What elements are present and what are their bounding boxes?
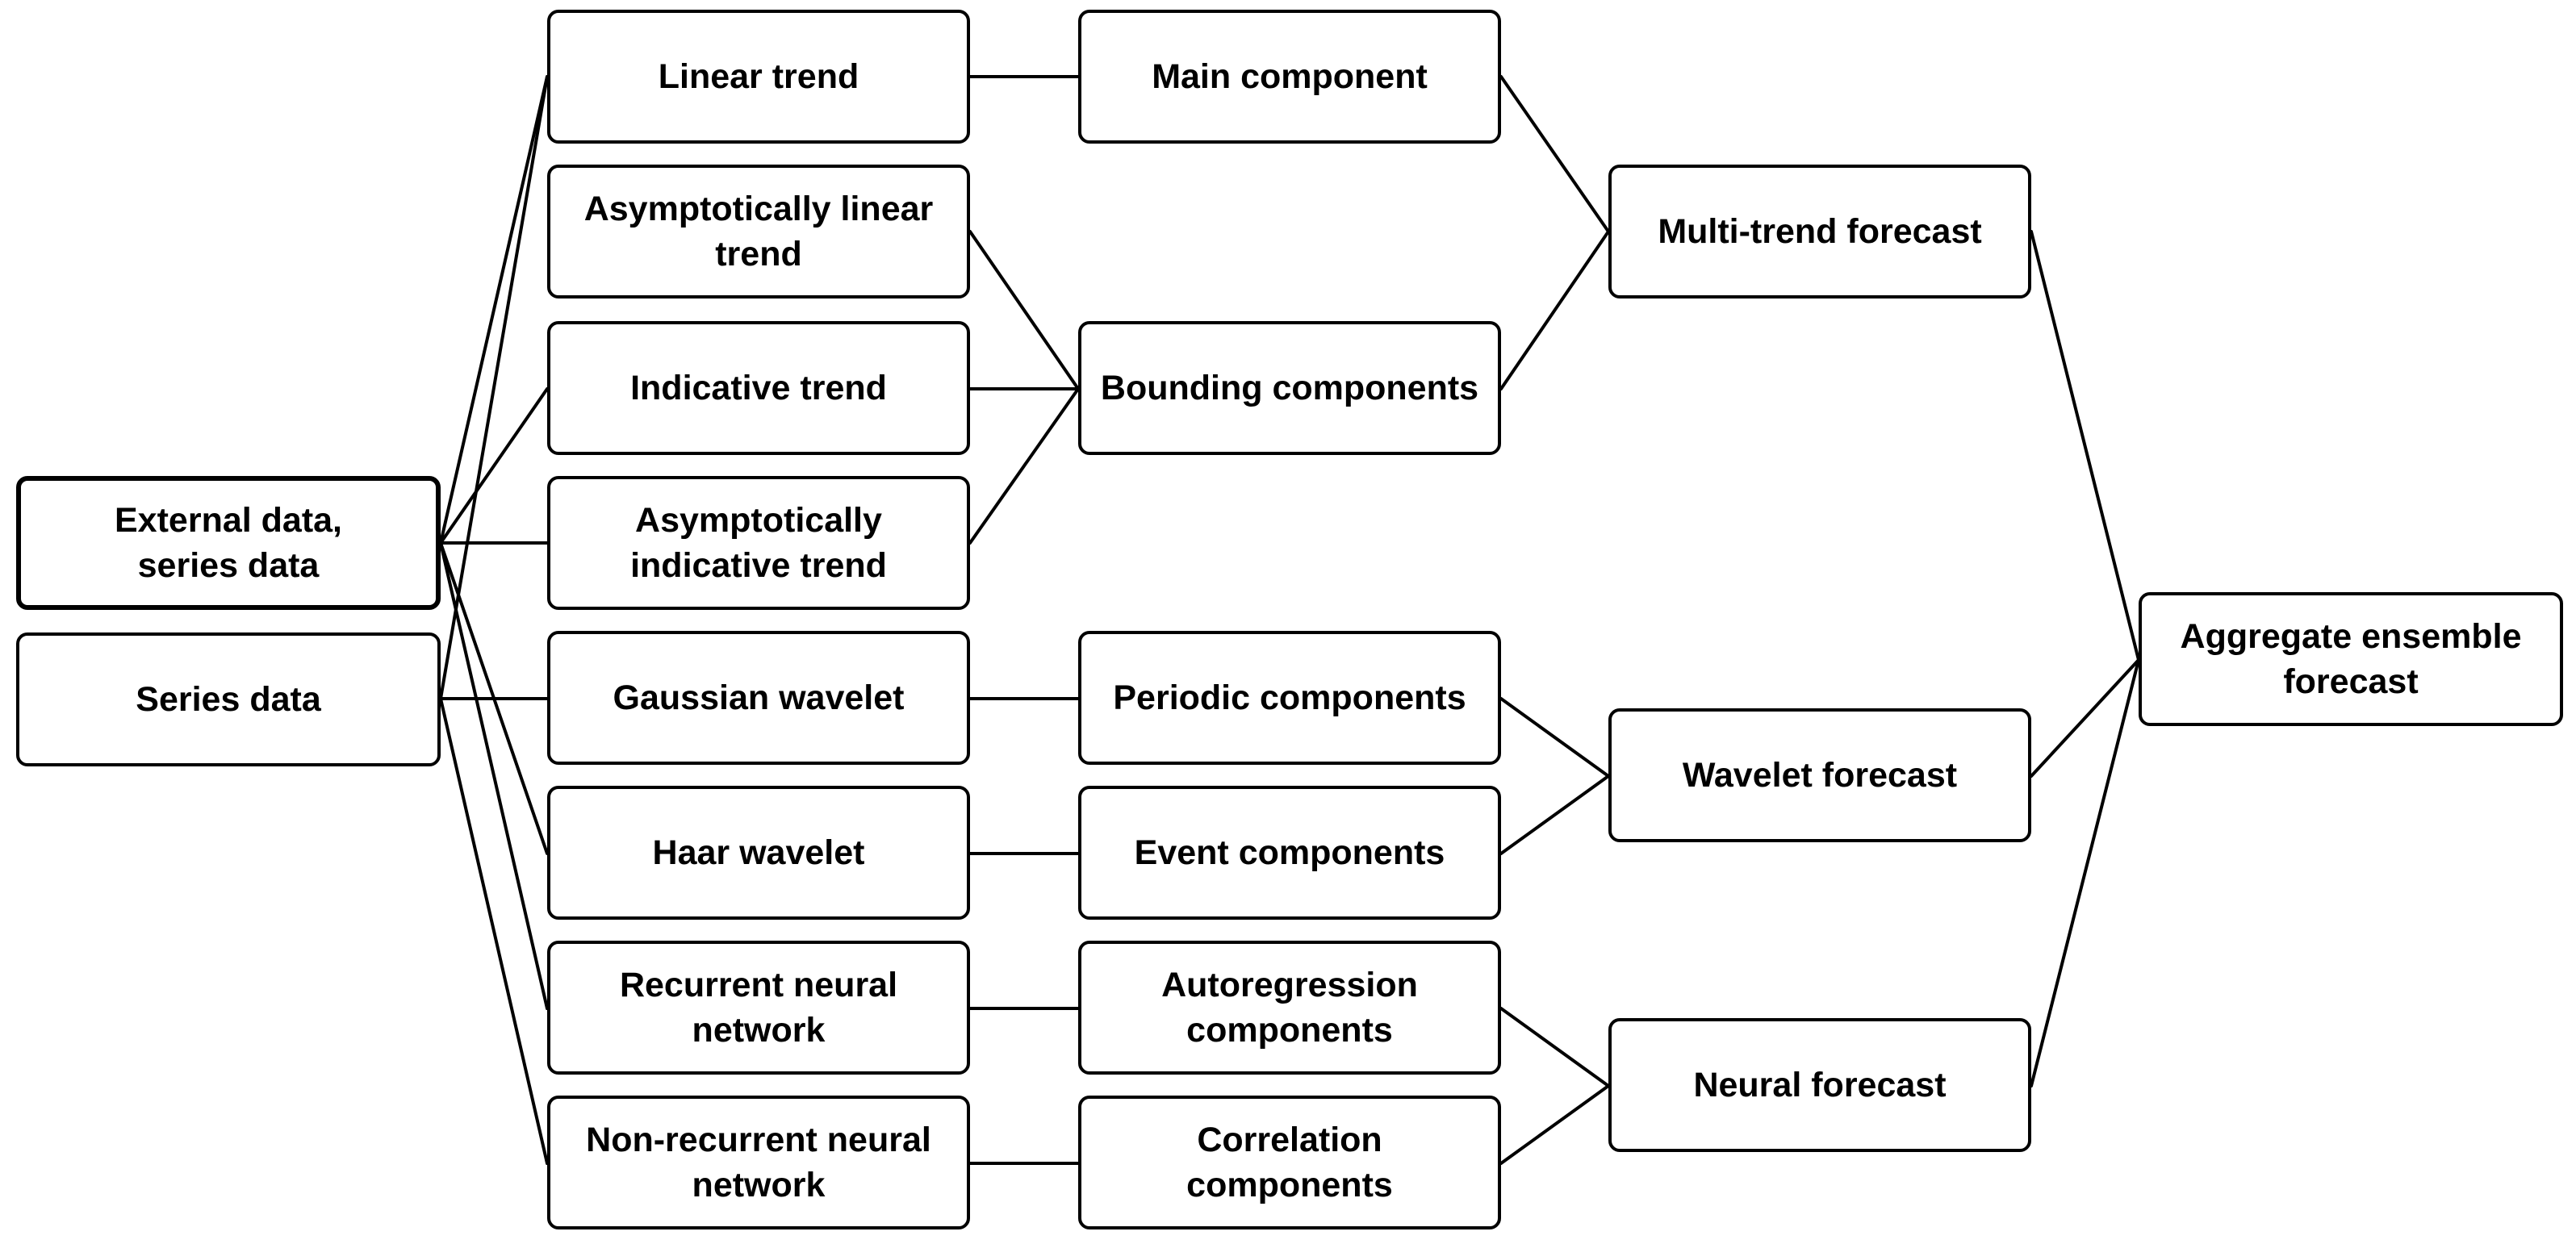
node-periodic-components: Periodic components [1078, 631, 1501, 765]
node-series-data: Series data [16, 632, 441, 766]
node-wavelet-forecast-label: Wavelet forecast [1682, 756, 1958, 795]
node-recurrent-neural-network: Recurrent neural network [547, 941, 970, 1075]
node-main-component: Main component [1078, 10, 1501, 144]
node-asymptotically-indicative-trend-label: Asymptotically indicative trend [630, 501, 887, 585]
node-neural-forecast-label: Neural forecast [1693, 1066, 1947, 1104]
node-recurrent-neural-network-label: Recurrent neural network [619, 966, 898, 1050]
node-linear-trend-label: Linear trend [658, 57, 859, 96]
edge-external-indicative [439, 387, 549, 545]
node-correlation-components: Correlation components [1078, 1096, 1501, 1229]
node-bounding-components-label: Bounding components [1100, 369, 1479, 407]
edge-correlation-neural [1499, 1084, 1610, 1165]
edge-main-multitrend [1499, 75, 1610, 233]
node-neural-forecast: Neural forecast [1608, 1018, 2031, 1152]
node-wavelet-forecast: Wavelet forecast [1608, 708, 2031, 842]
node-multi-trend-forecast: Multi-trend forecast [1608, 165, 2031, 298]
node-indicative-trend-label: Indicative trend [630, 369, 887, 407]
node-bounding-components: Bounding components [1078, 321, 1501, 455]
node-multi-trend-forecast-label: Multi-trend forecast [1658, 212, 1982, 251]
node-gaussian-wavelet-label: Gaussian wavelet [613, 678, 905, 717]
node-event-components-label: Event components [1134, 833, 1445, 872]
node-non-recurrent-neural-network-label: Non-recurrent neural network [586, 1121, 931, 1204]
edge-wavelet-aggregate [2030, 658, 2140, 778]
node-series-data-label: Series data [136, 680, 321, 719]
edge-autoregression-neural [1499, 1007, 1610, 1087]
edge-asymindicative-bounding [968, 387, 1080, 545]
edge-periodic-wavelet [1499, 697, 1610, 778]
edge-asymlinear-bounding [968, 230, 1080, 390]
node-non-recurrent-neural-network: Non-recurrent neural network [547, 1096, 970, 1229]
node-haar-wavelet: Haar wavelet [547, 786, 970, 920]
node-aggregate-ensemble-forecast: Aggregate ensemble forecast [2139, 592, 2563, 726]
node-external-data: External data, series data [16, 476, 441, 610]
edge-series-linear [439, 75, 549, 700]
edge-external-recurrent [439, 541, 549, 1010]
node-external-data-label: External data, series data [115, 501, 342, 585]
node-autoregression-components-label: Autoregression components [1161, 966, 1418, 1050]
node-periodic-components-label: Periodic components [1113, 678, 1466, 717]
node-indicative-trend: Indicative trend [547, 321, 970, 455]
node-aggregate-ensemble-forecast-label: Aggregate ensemble forecast [2180, 617, 2522, 701]
node-gaussian-wavelet: Gaussian wavelet [547, 631, 970, 765]
edge-multitrend-aggregate [2030, 230, 2140, 662]
node-autoregression-components: Autoregression components [1078, 941, 1501, 1075]
edge-external-linear [439, 75, 549, 545]
edge-series-nonrecurrent [439, 697, 549, 1165]
node-asymptotically-linear-trend: Asymptotically linear trend [547, 165, 970, 298]
edge-event-wavelet [1499, 774, 1610, 855]
node-asymptotically-linear-trend-label: Asymptotically linear trend [583, 190, 934, 273]
node-event-components: Event components [1078, 786, 1501, 920]
node-correlation-components-label: Correlation components [1186, 1121, 1393, 1204]
edge-neural-aggregate [2030, 658, 2140, 1087]
node-main-component-label: Main component [1152, 57, 1428, 96]
node-linear-trend: Linear trend [547, 10, 970, 144]
edge-bounding-multitrend [1499, 230, 1610, 390]
node-asymptotically-indicative-trend: Asymptotically indicative trend [547, 476, 970, 610]
node-haar-wavelet-label: Haar wavelet [652, 833, 865, 872]
